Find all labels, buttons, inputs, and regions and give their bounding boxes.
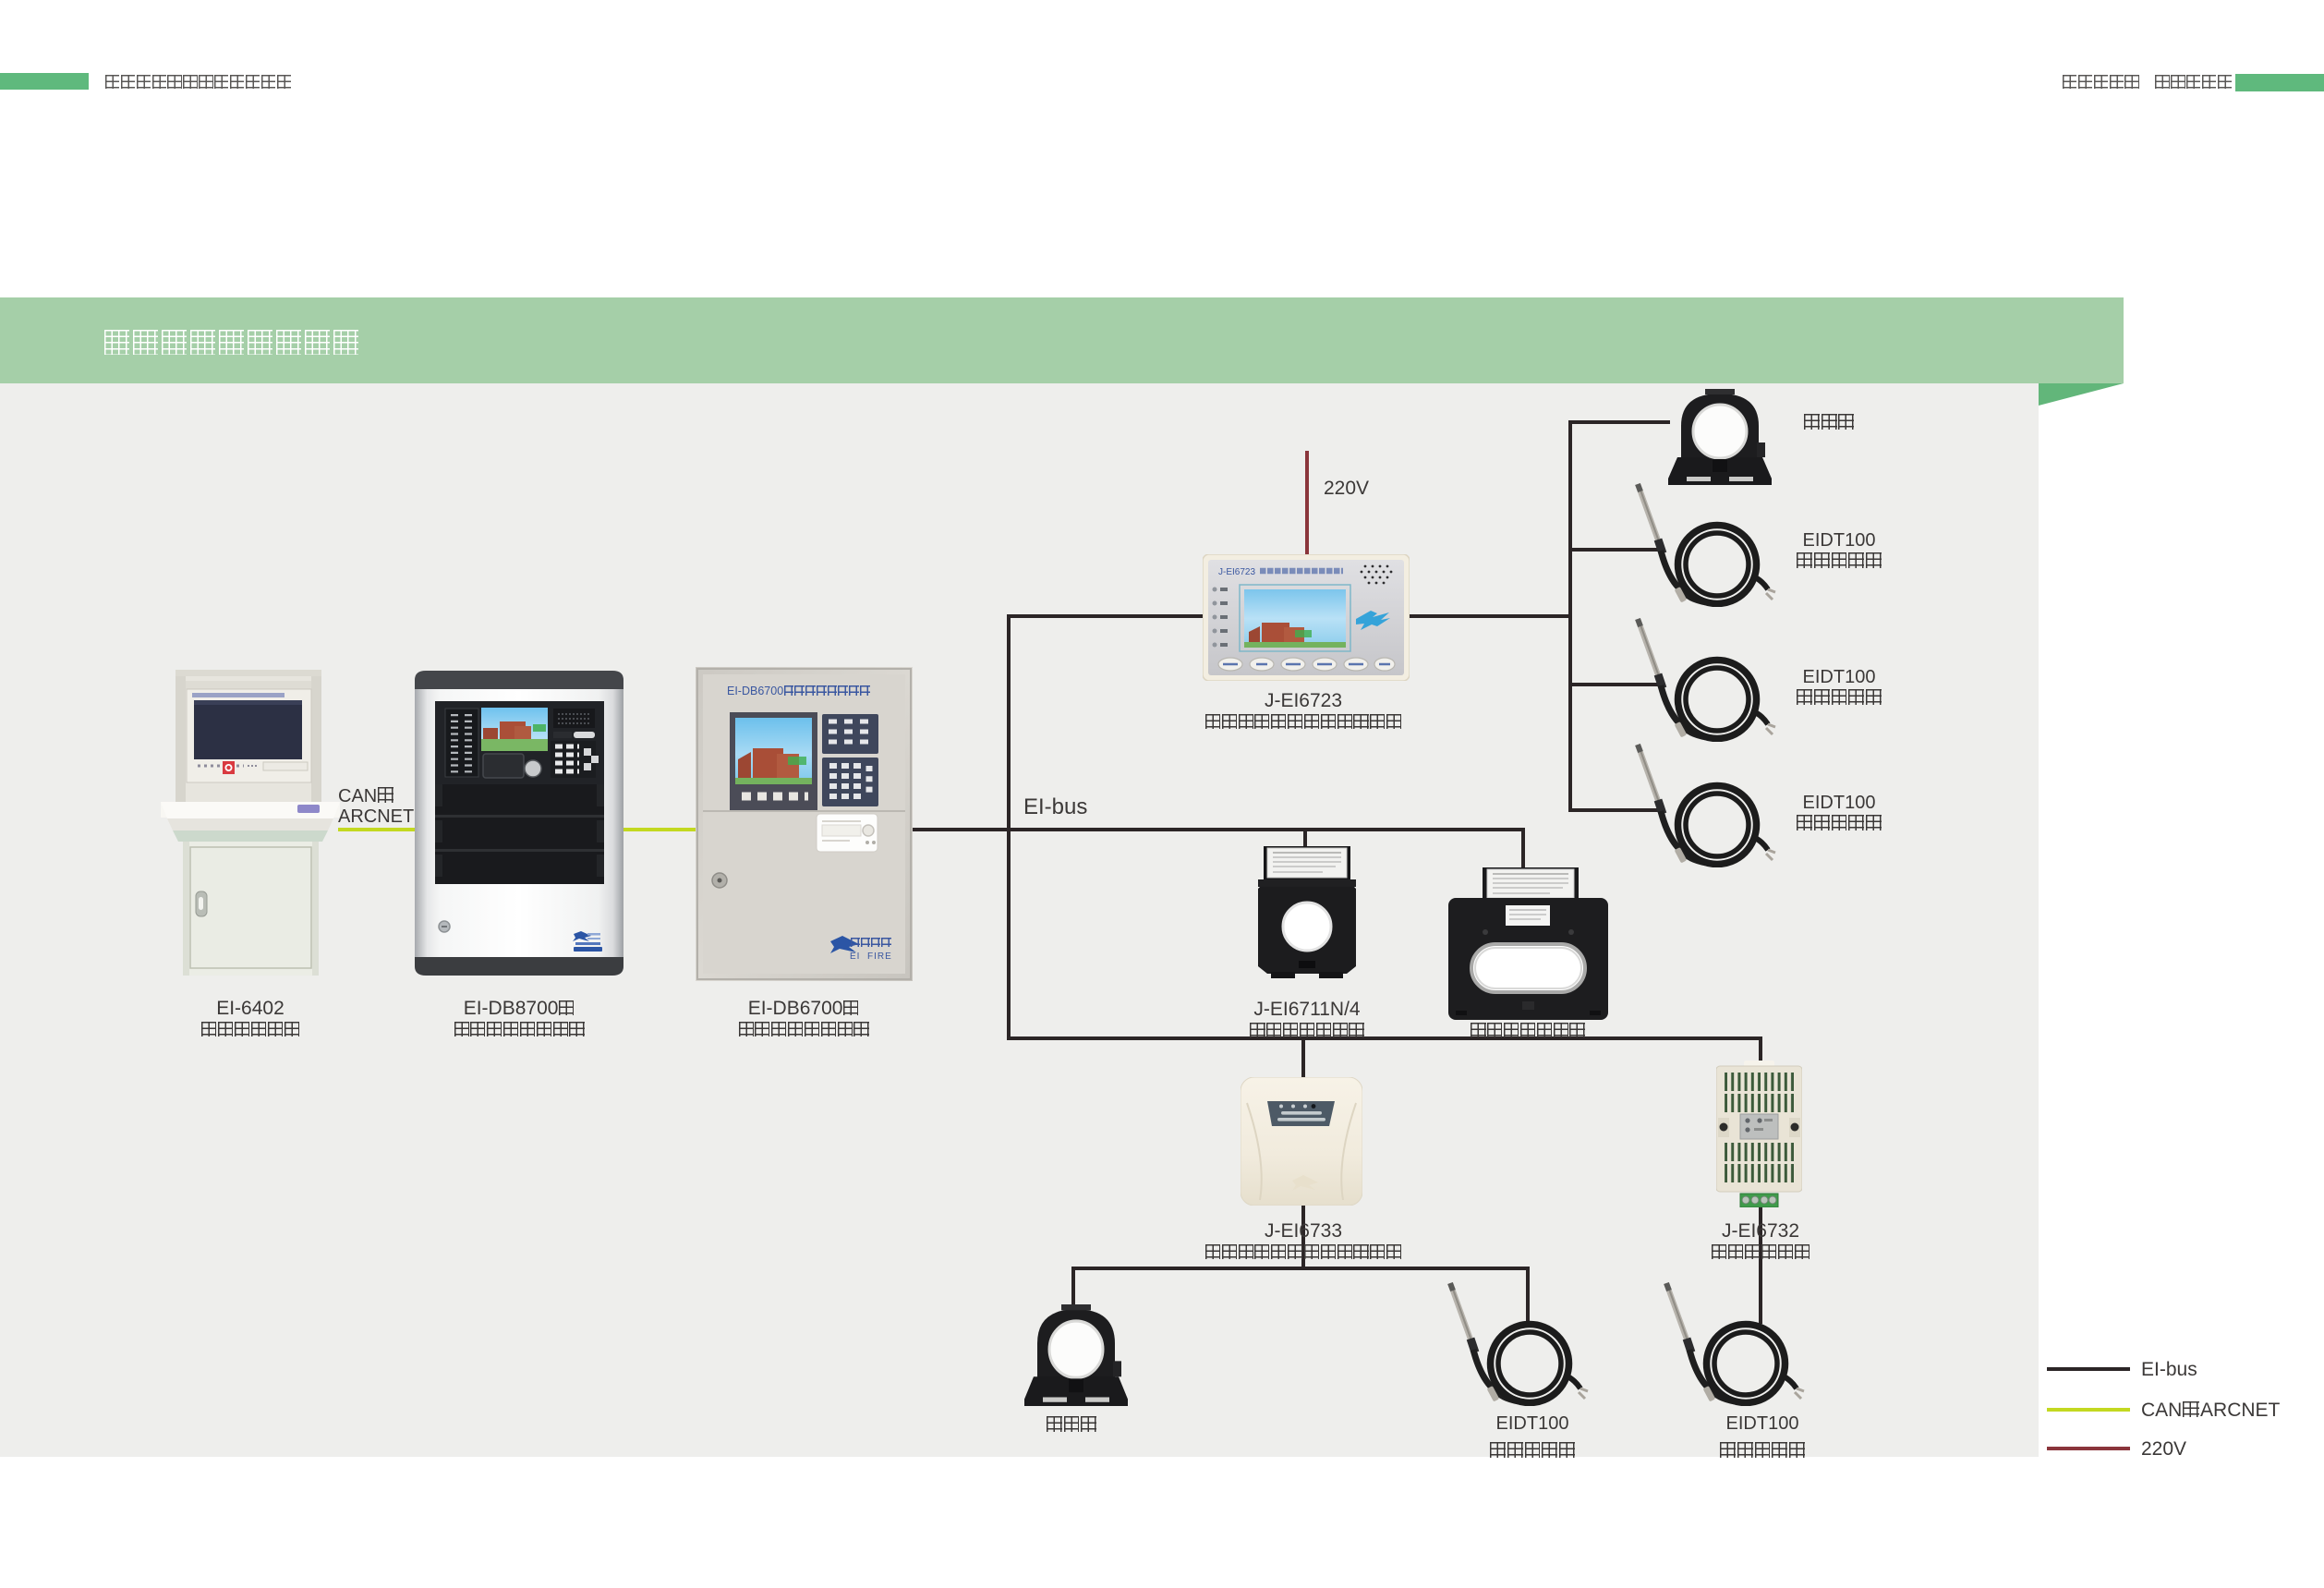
svg-text:J-EI6723: J-EI6723 (1218, 567, 1255, 577)
